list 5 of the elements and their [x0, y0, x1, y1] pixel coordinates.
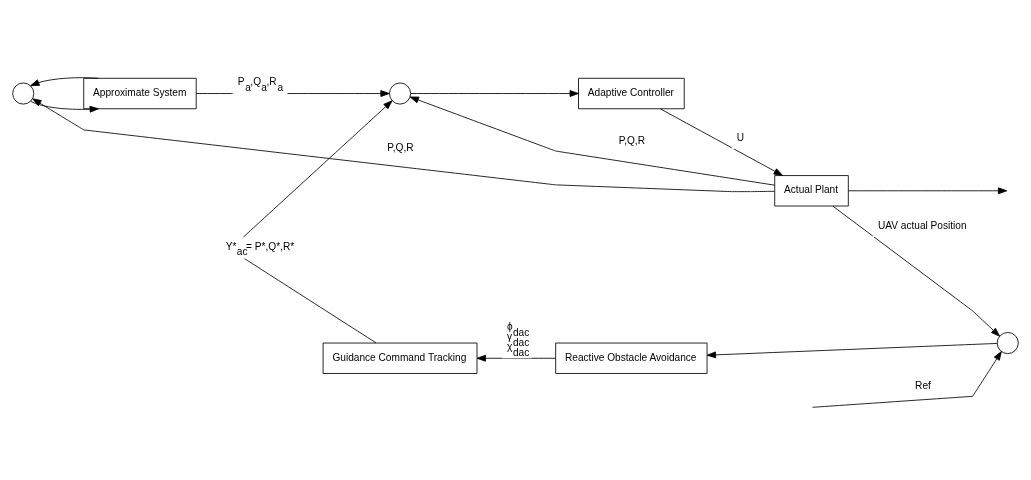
edge-label: U: [736, 131, 744, 143]
edge-label: UAV actual Position: [877, 219, 967, 231]
edge-label: Ref: [915, 379, 931, 391]
edge-label: P,Q,R: [618, 134, 645, 146]
edge-label: P,Q,R: [387, 142, 414, 154]
